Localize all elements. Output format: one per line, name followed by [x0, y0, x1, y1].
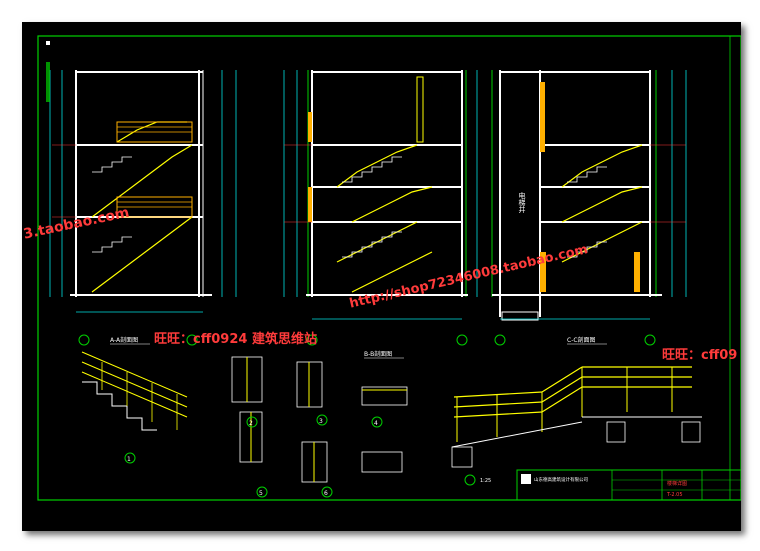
detail-number-6: 6: [324, 490, 328, 497]
ramp-railing-detail: 1:25: [451, 366, 702, 486]
detail-number-4: 4: [374, 420, 378, 427]
detail-number-1: 1: [127, 456, 131, 463]
section-b: B-B剖面图: [283, 70, 478, 359]
handrail-detail-2: 2 5: [231, 356, 268, 498]
sheet-border: [37, 35, 741, 501]
detail-number-2: 2: [249, 420, 253, 427]
detail-number-5: 5: [259, 490, 263, 497]
section-b-label: B-B剖面图: [364, 350, 392, 358]
handrail-detail-3: 3 6: [296, 361, 333, 498]
title-block-sheet: T-2.05: [666, 492, 683, 498]
section-a: A-A剖面图: [46, 62, 237, 346]
cad-drawing-frame: A-A剖面图: [22, 22, 741, 531]
cad-drawing: A-A剖面图: [37, 35, 741, 501]
title-block: 山东德高建筑设计有限公司 楼梯详图 T-2.05: [516, 469, 741, 501]
tread-detail-4: 4: [361, 386, 408, 473]
title-block-company: 山东德高建筑设计有限公司: [534, 476, 588, 483]
title-block-drawing-name: 楼梯详图: [667, 480, 687, 487]
elevator-shaft-label: 电梯井: [518, 191, 526, 214]
section-a-label: A-A剖面图: [110, 336, 138, 344]
section-c: C-C剖面图 电梯井: [491, 70, 687, 346]
handrail-detail-1: 1: [81, 351, 188, 464]
ramp-scale-label: 1:25: [480, 478, 491, 484]
section-c-label: C-C剖面图: [567, 336, 596, 344]
detail-number-3: 3: [319, 418, 323, 425]
